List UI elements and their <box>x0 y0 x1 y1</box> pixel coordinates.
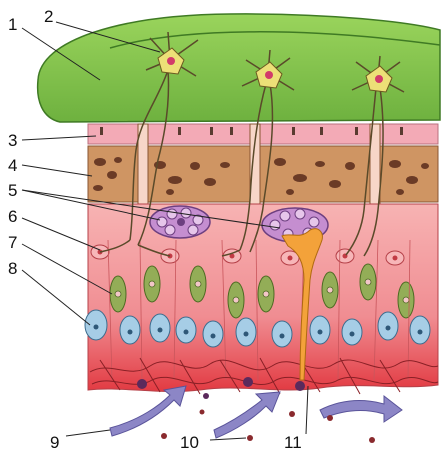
label-5: 5 <box>8 181 17 200</box>
label-6: 6 <box>8 207 17 226</box>
label-1: 1 <box>8 15 17 34</box>
neuron-left-nucleus <box>167 57 175 65</box>
neuron-middle-nucleus <box>265 71 273 79</box>
flow-arrows <box>110 386 402 438</box>
label-10: 10 <box>180 433 199 452</box>
label-9: 9 <box>50 433 59 452</box>
label-8: 8 <box>8 259 17 278</box>
gland-cluster-left <box>150 206 210 238</box>
label-3: 3 <box>8 131 17 150</box>
label-11: 11 <box>284 433 302 452</box>
label-4: 4 <box>8 156 17 175</box>
neuron-right-nucleus <box>375 75 383 83</box>
label-7: 7 <box>8 233 17 252</box>
label-2: 2 <box>44 7 53 26</box>
